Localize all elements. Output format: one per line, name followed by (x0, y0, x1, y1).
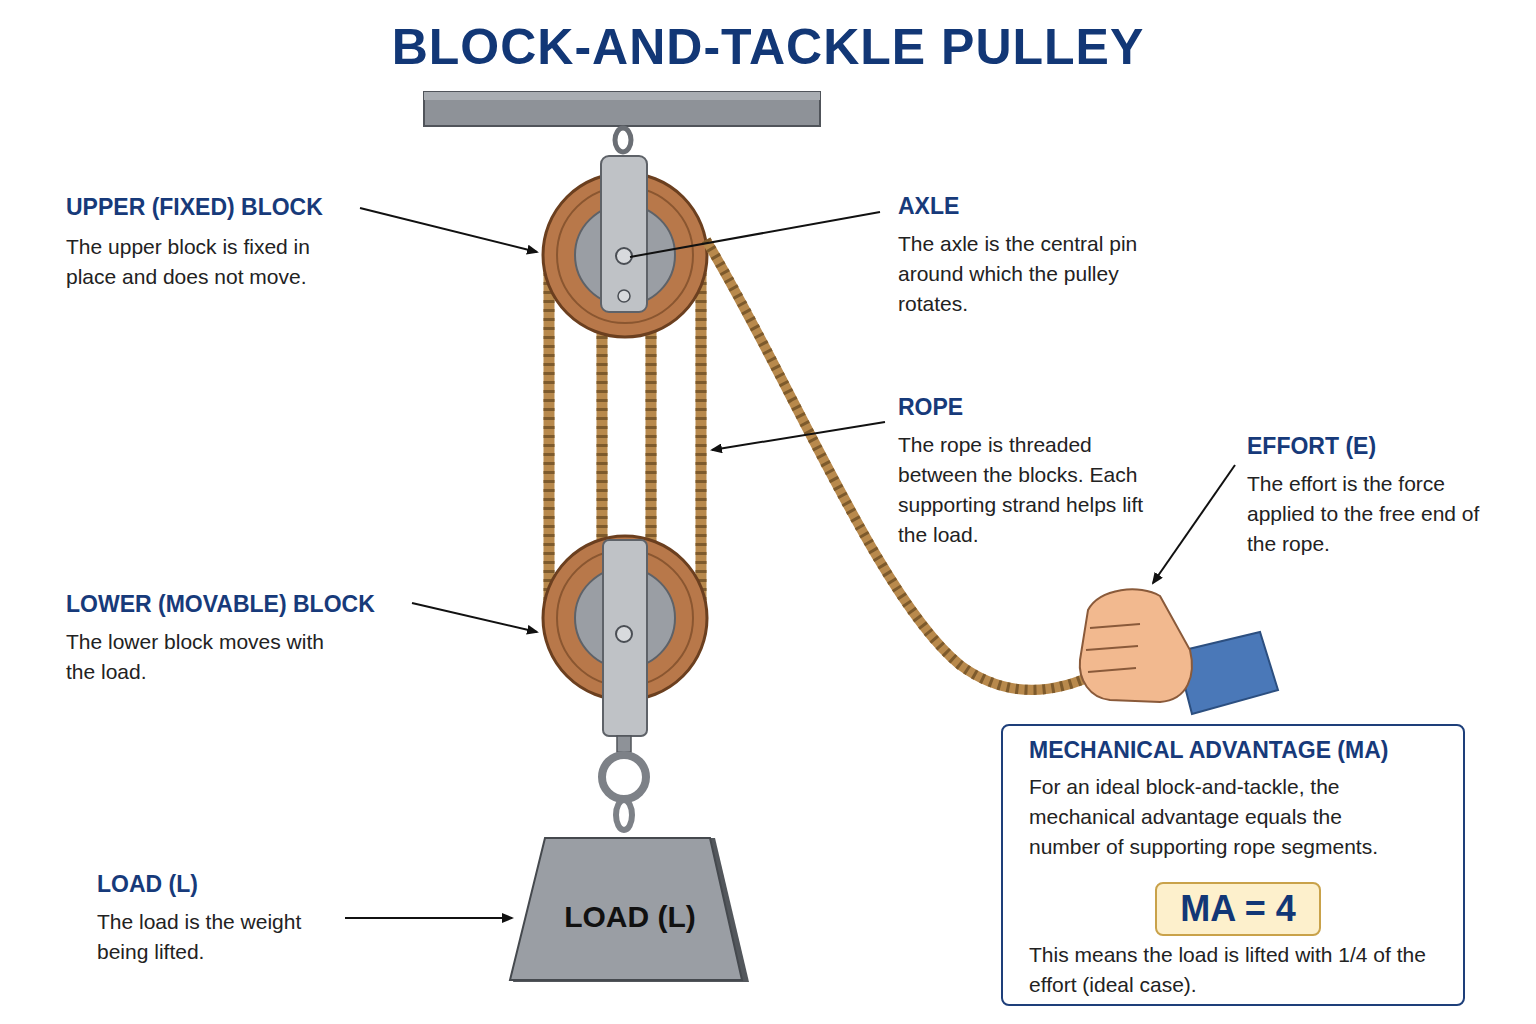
callout-text: The lower block moves with the load. (66, 627, 331, 687)
axle-pin (616, 626, 632, 642)
box-text: This means the load is lifted with 1/4 o… (1029, 940, 1429, 1000)
axle-pin (616, 248, 632, 264)
formula-box: MA = 4 (1155, 882, 1321, 936)
ceiling-beam (424, 92, 820, 126)
hanger-link (615, 128, 631, 152)
hand (1080, 589, 1192, 702)
lower-block-strap (603, 540, 647, 736)
callout-heading: LOAD (L) (97, 870, 198, 898)
load-weight: LOAD (L) (505, 834, 755, 986)
chain-link (616, 800, 632, 830)
leader-arrow (412, 603, 537, 632)
callout-heading: EFFORT (E) (1247, 432, 1376, 460)
callout-heading: AXLE (898, 192, 959, 220)
leader-arrow (1153, 465, 1235, 583)
box-text: For an ideal block-and-tackle, the mecha… (1029, 772, 1389, 862)
leader-arrow (712, 422, 885, 450)
callout-text: The load is the weight being lifted. (97, 907, 347, 967)
callout-heading: LOWER (MOVABLE) BLOCK (66, 590, 375, 618)
rope-twist (696, 255, 707, 620)
callout-heading: ROPE (898, 393, 963, 421)
upper-block-strap (601, 156, 647, 312)
load-text: LOAD (L) (564, 886, 696, 934)
hook-shank (617, 736, 631, 752)
beam-highlight (424, 92, 820, 100)
info-box: MECHANICAL ADVANTAGE (MA) For an ideal bl… (1001, 724, 1465, 1006)
diagram-title: BLOCK-AND-TACKLE PULLEY (0, 18, 1536, 76)
finger-lines (1086, 624, 1140, 672)
callout-text: The axle is the central pin around which… (898, 229, 1163, 319)
callout-text: The rope is threaded between the blocks.… (898, 430, 1148, 550)
load-trapezoid (510, 838, 742, 980)
rope-strand (544, 255, 555, 620)
formula-text: MA = 4 (1180, 888, 1296, 930)
rope-twist (544, 255, 555, 620)
rivet (618, 290, 630, 302)
callout-text: The effort is the force applied to the f… (1247, 469, 1502, 559)
rope-strand (696, 255, 707, 620)
leader-line (630, 212, 880, 257)
callout-heading: UPPER (FIXED) BLOCK (66, 193, 323, 221)
leader-arrow (360, 208, 537, 252)
leader-arrow (345, 917, 512, 919)
hook-ring (602, 755, 646, 799)
box-heading: MECHANICAL ADVANTAGE (MA) (1029, 736, 1388, 764)
callout-text: The upper block is fixed in place and do… (66, 232, 331, 292)
